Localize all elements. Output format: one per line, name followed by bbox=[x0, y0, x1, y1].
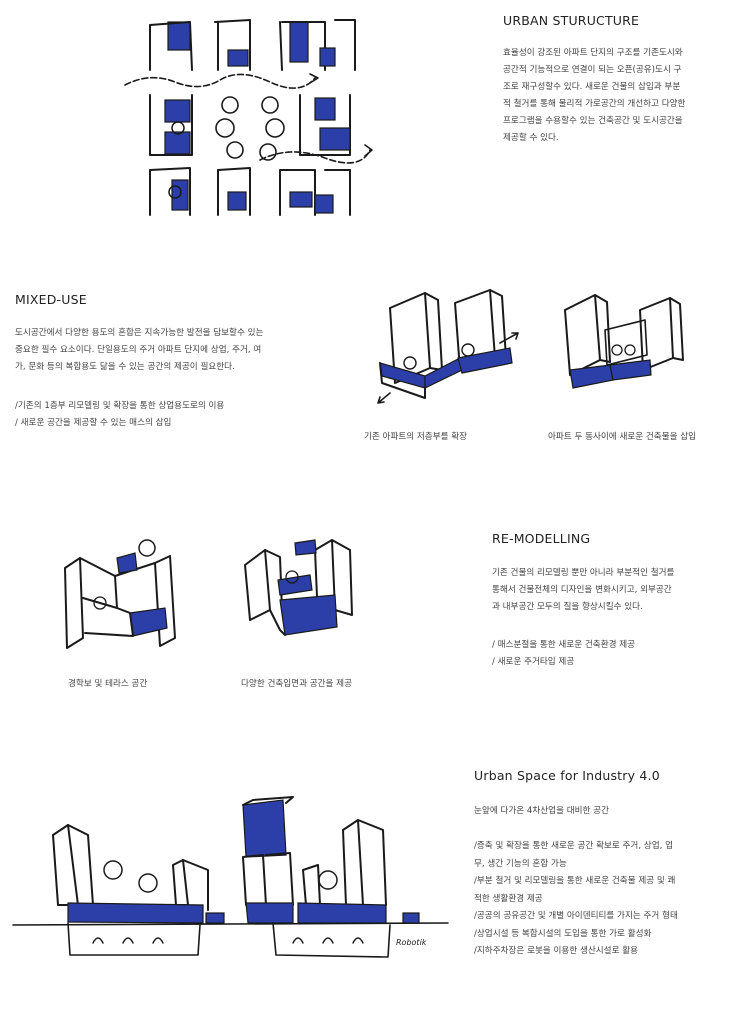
remodelling-title: RE-MODELLING bbox=[492, 531, 591, 546]
remodel-sketch-facade bbox=[244, 539, 353, 636]
plan-row-middle bbox=[149, 94, 351, 161]
industry-list-2: 무, 생간 기능의 혼합 가능 bbox=[474, 858, 567, 869]
industry-section-sketch: Robotik bbox=[12, 796, 449, 958]
industry-list-4: 적한 생활환경 제공 bbox=[474, 893, 543, 904]
urban-structure-body: 효율성이 강조된 아파트 단지의 구조를 기존도시와 공간적 기능적으로 연결이… bbox=[503, 45, 685, 147]
plan-row-bottom bbox=[149, 167, 351, 216]
industry-list-7: /지하주차장은 로봇을 이용한 생산시설로 활용 bbox=[474, 946, 639, 956]
remodel-caption-left: 경학보 및 테라스 공간 bbox=[68, 679, 148, 689]
industry-list-5: /공공의 공유공간 및 개별 아이덴티티를 가지는 주거 형태 bbox=[474, 911, 678, 921]
mixed-use-body: 도시공간에서 다양한 용도의 혼합은 지속가능한 발전을 담보할수 있는 중요한… bbox=[15, 325, 263, 376]
urban-line-3: 조로 재구성할수 있다. 새로운 건물의 삽입과 부분 bbox=[503, 82, 681, 92]
industry-list-6: /상업시설 등 복합시설의 도입을 통한 가로 활성화 bbox=[474, 928, 652, 939]
mixed-line-3: 가, 문화 등의 복합용도 닮을 수 있는 공간의 제공이 필요한다. bbox=[15, 362, 235, 372]
remodel-line-1: 기존 건물의 리모델링 뿐만 아니라 부분적인 철거를 bbox=[492, 568, 675, 578]
urban-line-1: 효율성이 강조된 아파트 단지의 구조를 기존도시와 bbox=[503, 48, 683, 58]
mixed-caption-right: 아파트 두 동사이에 새로운 건축물을 삽입 bbox=[548, 432, 697, 442]
industry-list-1: /증축 및 확장을 통한 새로운 공간 확보로 주거, 상업, 업 bbox=[474, 841, 673, 851]
remodel-list-1: / 매스분절을 통한 새로운 건축환경 제공 bbox=[492, 640, 636, 650]
urban-line-5: 프로그램을 수용할수 있는 건축공간 및 도시공간을 bbox=[503, 116, 683, 126]
industry-sketch-label: Robotik bbox=[396, 938, 427, 947]
urban-structure-title: URBAN STURUCTURE bbox=[503, 13, 640, 28]
mixed-list-1: /기존의 1층부 리모델링 및 확장을 통한 상업용도로의 이용 bbox=[15, 401, 225, 411]
industry-list: /증축 및 확장을 통한 새로운 공간 확보로 주거, 상업, 업 무, 생간 … bbox=[474, 838, 678, 961]
mixed-use-list: /기존의 1층부 리모델링 및 확장을 통한 상업용도로의 이용 / 새로운 공… bbox=[15, 398, 224, 432]
industry-subtitle: 눈앞에 다가온 4차산업을 대비한 공간 bbox=[474, 806, 609, 816]
industry-title: Urban Space for Industry 4.0 bbox=[474, 768, 660, 783]
remodel-sketch-terrace bbox=[64, 539, 176, 649]
remodel-caption-right: 다양한 건축입면과 공간을 제공 bbox=[241, 679, 352, 689]
remodel-line-2: 통해서 건물전체의 디자인을 변화시키고, 외부공간 bbox=[492, 585, 672, 595]
mixed-line-2: 중요한 필수 요소이다. 단일용도의 주거 아파트 단지에 상업, 주거, 여 bbox=[15, 345, 262, 355]
mixed-line-1: 도시공간에서 다양한 용도의 혼합은 지속가능한 발전을 담보할수 있는 bbox=[15, 328, 264, 338]
mixed-use-sketch-extend bbox=[377, 289, 519, 404]
urban-line-2: 공간적 기능적으로 연결이 되는 오픈(공유)도시 구 bbox=[503, 65, 682, 75]
plan-row-top bbox=[149, 19, 356, 71]
remodelling-list: / 매스분절을 통한 새로운 건축환경 제공 / 새로운 주거타입 제공 bbox=[492, 637, 635, 671]
industry-list-3: /부분 철거 및 리모델링을 통한 새로운 건축물 제공 및 쾌 bbox=[474, 876, 676, 886]
remodelling-body: 기존 건물의 리모델링 뿐만 아니라 부분적인 철거를 통해서 건물전체의 디자… bbox=[492, 565, 674, 616]
mixed-list-2: / 새로운 공간을 제공할 수 있는 매스의 삽입 bbox=[15, 418, 172, 428]
mixed-caption-left: 기존 아파트의 저층부를 확장 bbox=[364, 432, 468, 442]
urban-plan-sketch bbox=[124, 19, 373, 216]
urban-line-4: 적 철거를 통해 물리적 가로공간의 개선하고 다양한 bbox=[503, 99, 686, 109]
mixed-use-sketch-insert bbox=[564, 294, 684, 389]
mixed-use-title: MIXED-USE bbox=[15, 292, 87, 307]
remodel-list-2: / 새로운 주거타입 제공 bbox=[492, 657, 575, 667]
urban-line-6: 제공할 수 있다. bbox=[503, 133, 559, 143]
remodel-line-3: 과 내부공간 모두의 질을 향상시킬수 있다. bbox=[492, 602, 643, 612]
